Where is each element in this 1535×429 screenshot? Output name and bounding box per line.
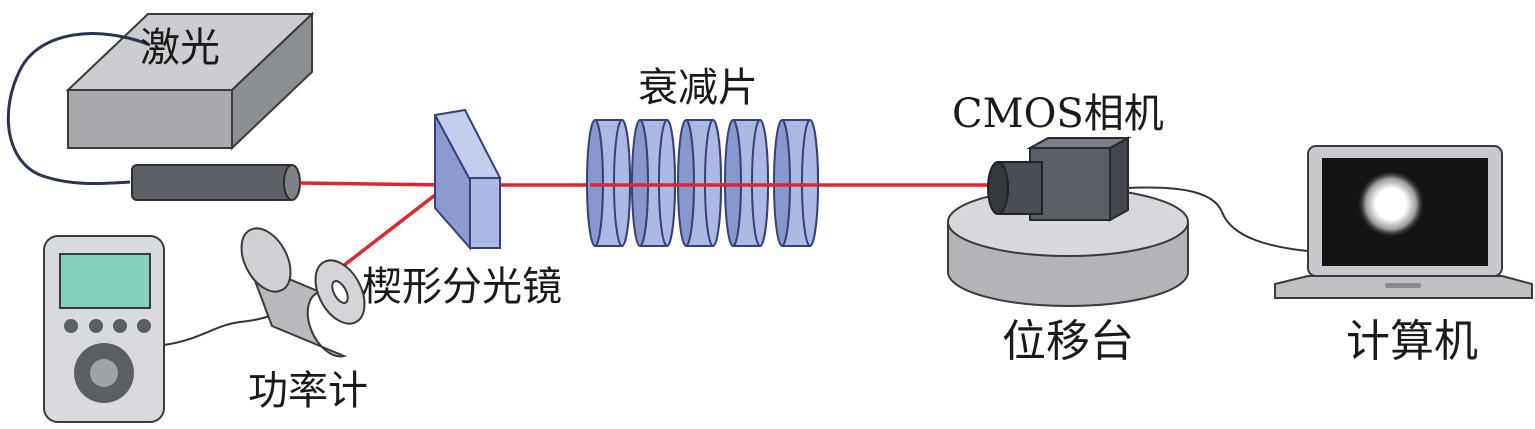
usb-cable — [1127, 186, 1319, 253]
wedge-beam-splitter — [433, 108, 502, 251]
stage-label: 位移台 — [1002, 316, 1134, 367]
laptop — [1274, 145, 1533, 299]
fiber-cable — [6, 32, 151, 186]
attenuator-discs — [586, 119, 819, 247]
cmos-camera — [987, 136, 1132, 222]
wedge-label: 楔形分光镜 — [362, 264, 562, 310]
attenuator-label: 衰减片 — [638, 65, 758, 111]
camera-label: CMOS相机 — [952, 91, 1164, 137]
collimator — [131, 164, 301, 201]
laser-source — [65, 11, 315, 151]
computer-label: 计算机 — [1346, 316, 1478, 367]
power-sensor — [240, 227, 366, 358]
laser-label: 激光 — [140, 25, 220, 71]
beam-spot-image — [1357, 170, 1425, 238]
power-meter-label: 功率计 — [248, 368, 368, 414]
power-meter — [43, 235, 165, 423]
